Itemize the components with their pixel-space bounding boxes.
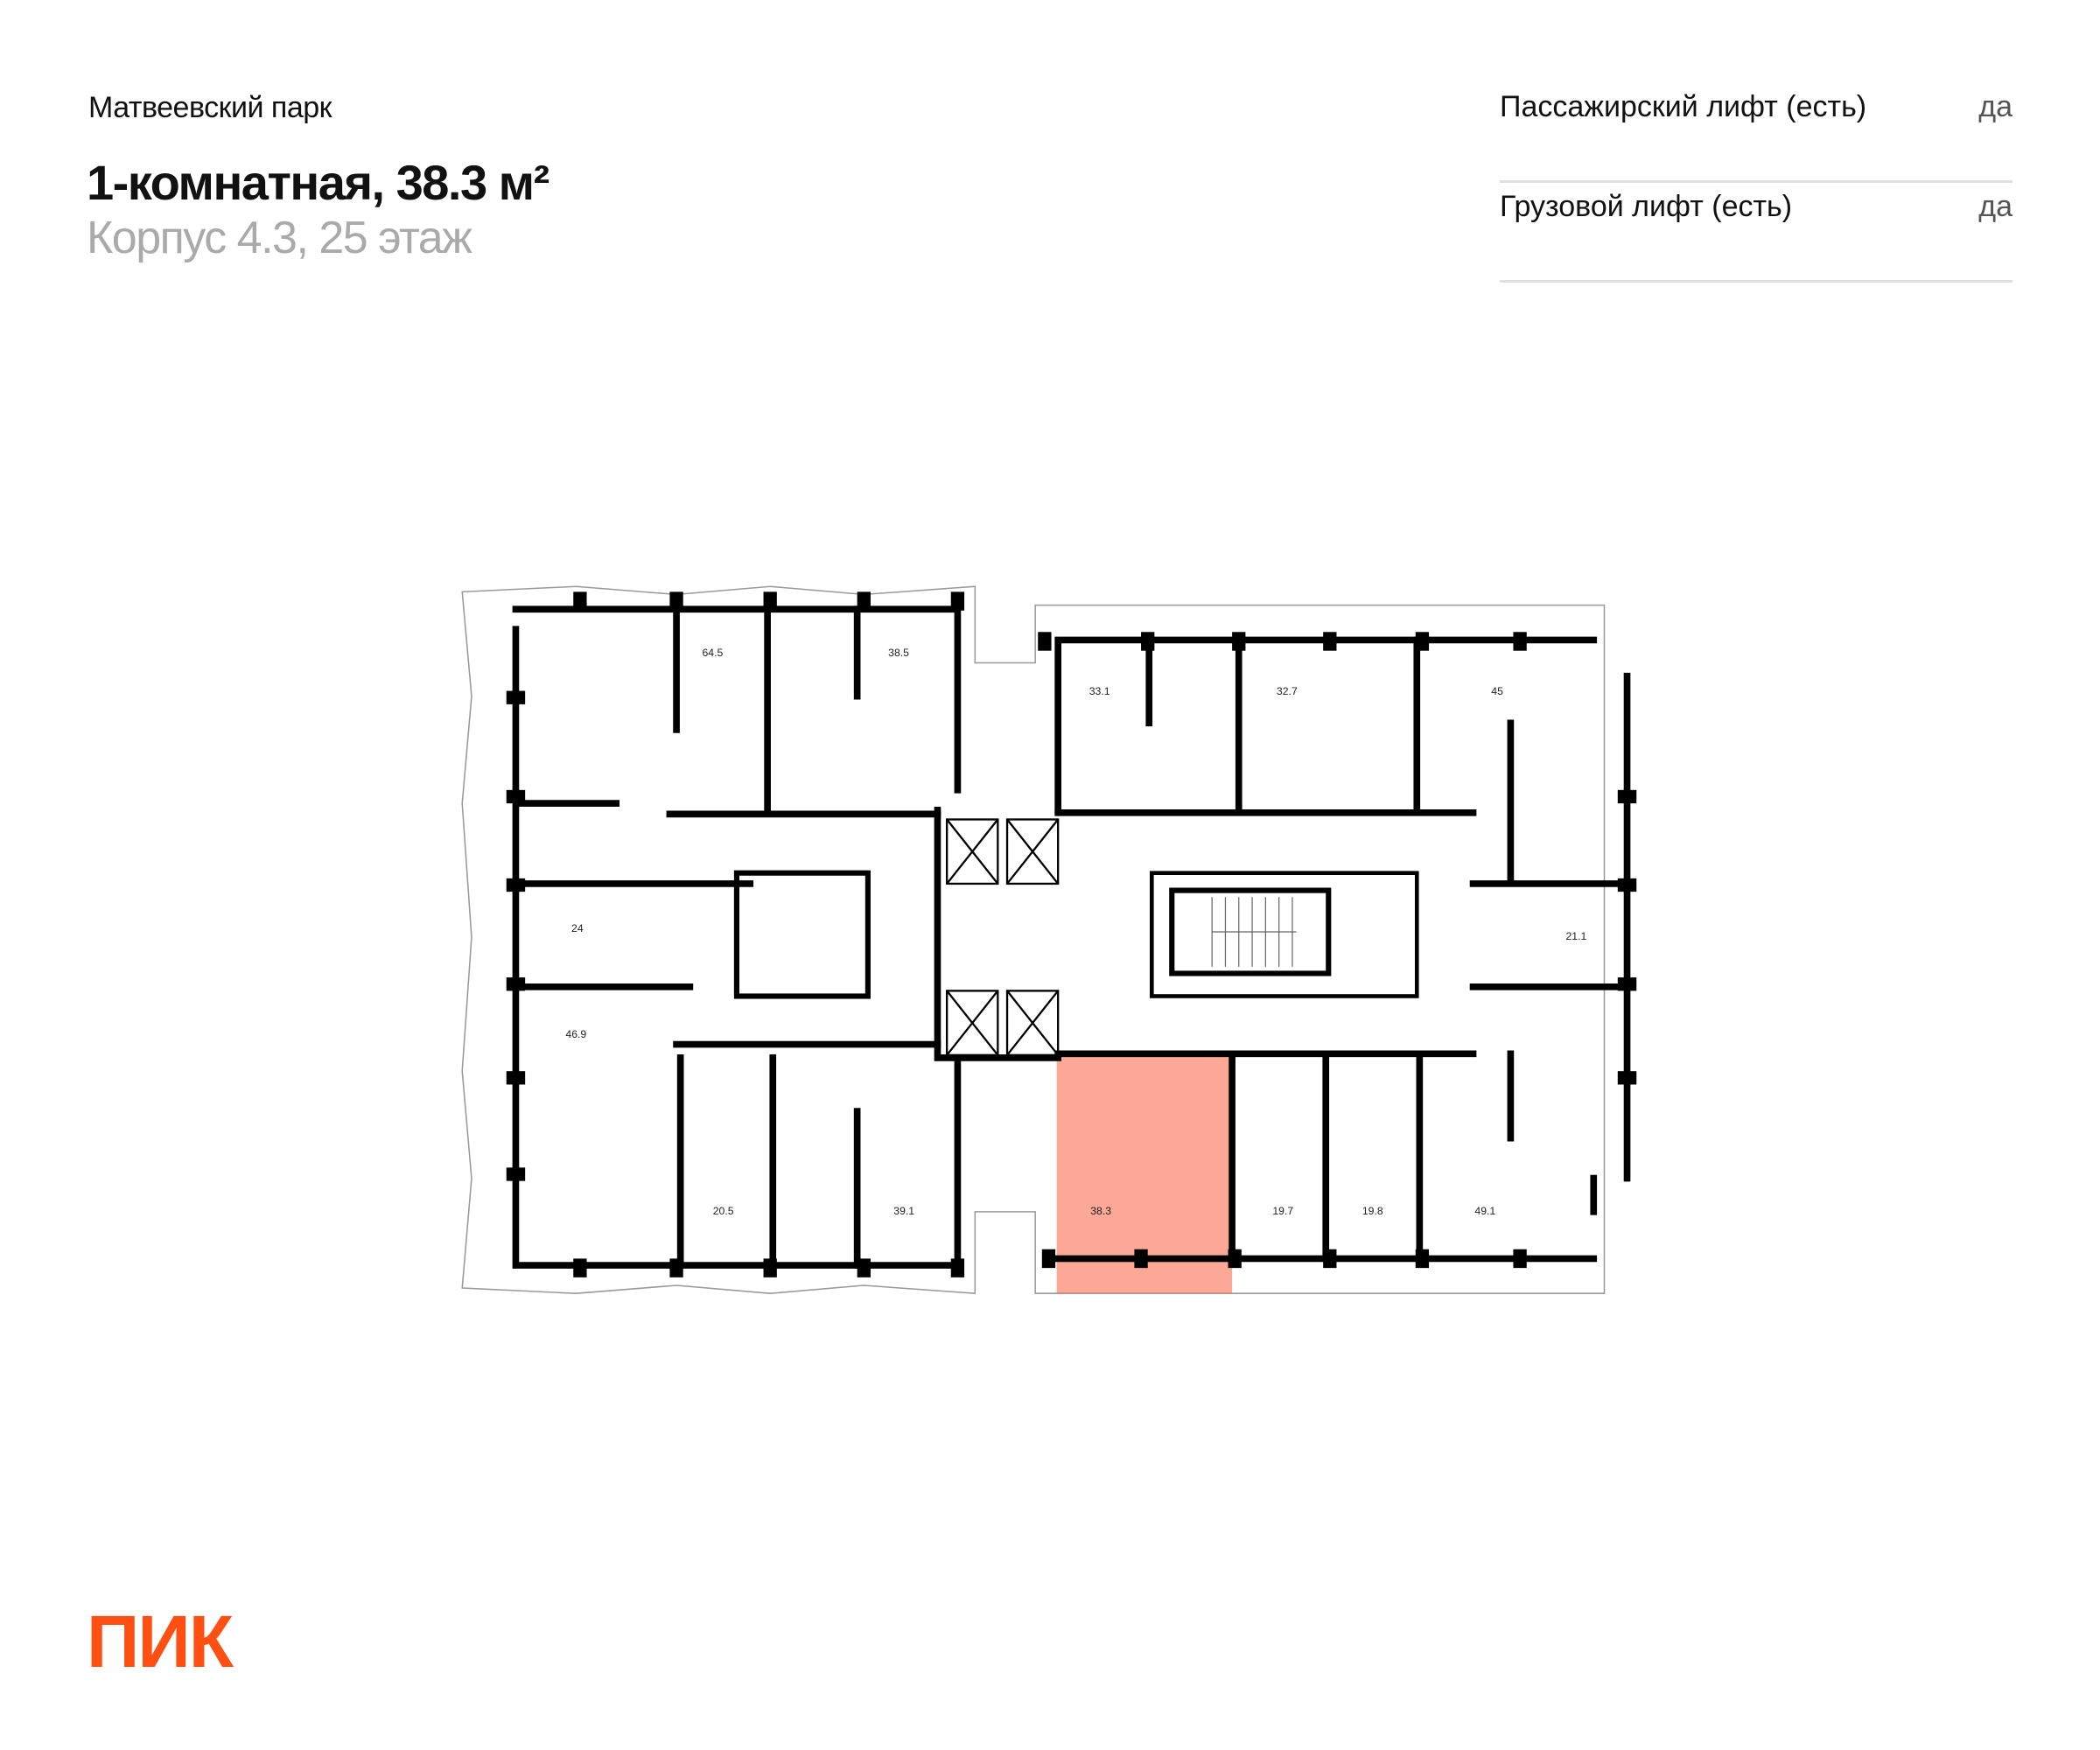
apartment-label[interactable]: 33.1 [1089, 685, 1110, 697]
apartment-label[interactable]: 21.1 [1565, 930, 1586, 942]
apartment-label[interactable]: 20.5 [713, 1205, 734, 1217]
property-passenger-lift: Пассажирский лифт (есть) да [1500, 83, 2012, 183]
property-label: Пассажирский лифт (есть) [1500, 90, 1867, 123]
apartment-label[interactable]: 32.7 [1277, 685, 1298, 697]
apartment-label[interactable]: 49.1 [1474, 1205, 1495, 1217]
elevators [946, 818, 1060, 1056]
stairs [1211, 897, 1297, 967]
property-label: Грузовой лифт (есть) [1500, 190, 1793, 223]
left-wing-outline [461, 585, 1606, 1295]
apartment-label-selected[interactable]: 38.3 [1090, 1205, 1111, 1217]
apartment-label[interactable]: 38.5 [888, 647, 909, 659]
walls [512, 606, 1631, 1269]
apartment-label[interactable]: 24 [571, 922, 584, 934]
apartment-label[interactable]: 46.9 [565, 1028, 586, 1040]
pik-logo: ПИК [87, 1600, 234, 1683]
apartment-label[interactable]: 19.8 [1362, 1205, 1383, 1217]
property-value: да [1978, 90, 2012, 123]
property-freight-lift: Грузовой лифт (есть) да [1500, 183, 2012, 283]
building-floor: Корпус 4.3, 25 этаж [87, 213, 472, 263]
apartment-title: 1-комнатная, 38.3 м² [87, 155, 550, 210]
pillars [506, 592, 1637, 1278]
apartment-label[interactable]: 19.7 [1272, 1205, 1293, 1217]
apartment-label[interactable]: 39.1 [893, 1205, 914, 1217]
apartment-label[interactable]: 45 [1491, 685, 1503, 697]
project-name: Матвеевский парк [88, 91, 332, 124]
apartment-label[interactable]: 64.5 [702, 647, 723, 659]
apartment-labels: 64.5 38.5 33.1 32.7 45 24 21.1 46.9 20.5… [565, 647, 1586, 1217]
property-value: да [1978, 190, 2012, 223]
properties-list: Пассажирский лифт (есть) да Грузовой лиф… [1500, 83, 2012, 283]
